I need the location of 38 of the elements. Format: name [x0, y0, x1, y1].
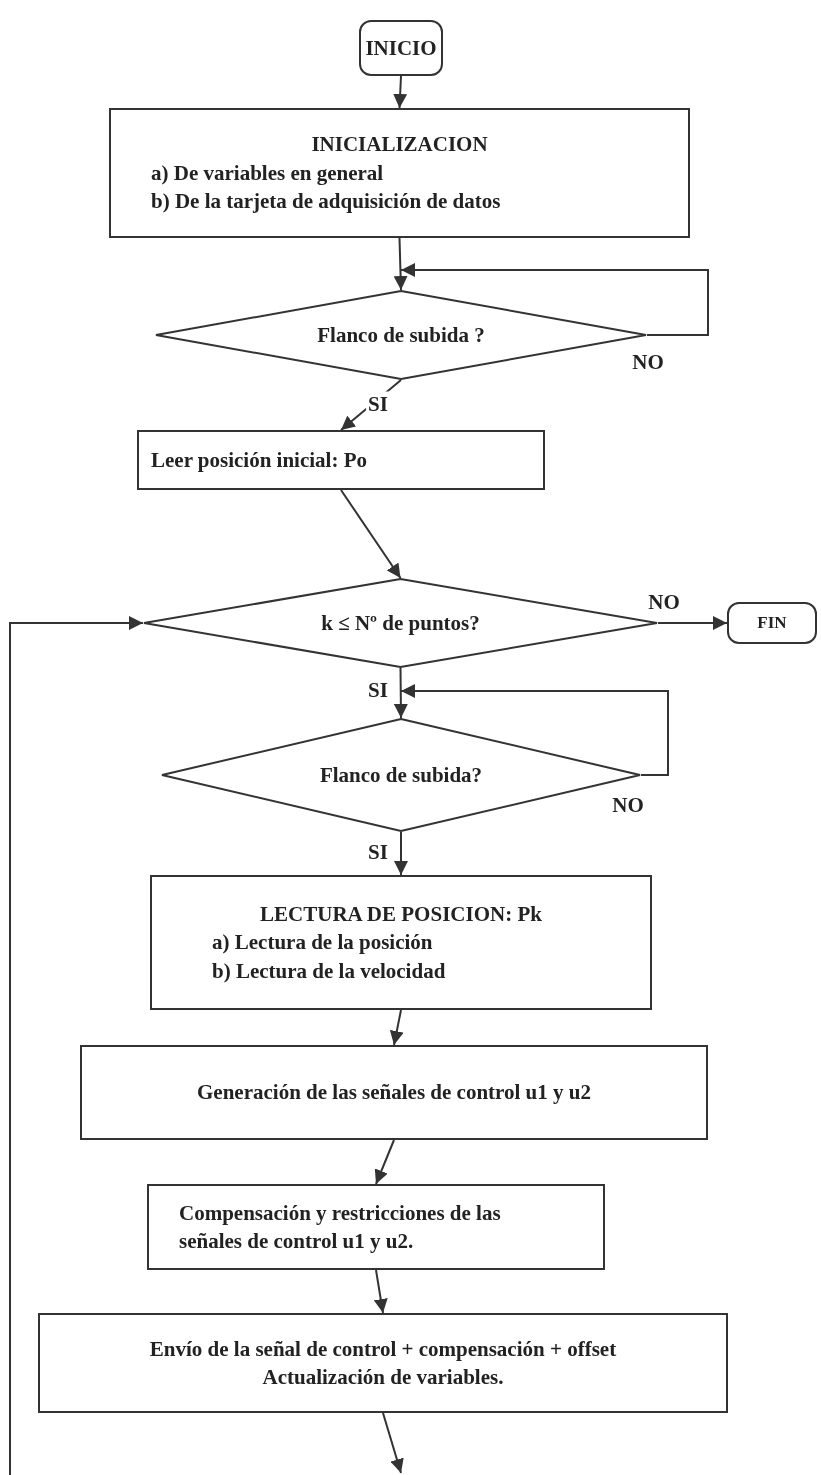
list-item: b) Lectura de la velocidad [211, 957, 446, 985]
arrow [657, 616, 728, 630]
terminal-box [727, 602, 817, 644]
arrow [393, 75, 408, 109]
box-text: Envío de la señal de control + compensación + offset [149, 1335, 617, 1363]
box-text: INICIO [365, 34, 437, 62]
arrow [9, 616, 144, 1475]
box-text: Compensación y restricciones de las señales de control u1 y u2. [179, 1199, 502, 1255]
process-box [150, 875, 652, 1010]
process-box [109, 108, 690, 238]
arrow [393, 667, 408, 719]
list-item: a) Lectura de la posición [211, 929, 433, 957]
box-text: Actualización de variables. [262, 1364, 504, 1391]
box-heading: INICIALIZACION [311, 131, 488, 159]
box-text: Flanco de subida ? [317, 321, 485, 349]
arrow [373, 1269, 388, 1314]
arrow [340, 489, 402, 579]
box-text: Flanco de subida? [319, 761, 483, 789]
process-box [80, 1045, 708, 1140]
box-text: k ≤ Nº de puntos? [321, 609, 480, 637]
process-box [38, 1313, 728, 1413]
process-box [147, 1184, 605, 1270]
arrow [393, 237, 408, 291]
arrow [374, 1139, 395, 1185]
arrow [394, 831, 408, 876]
box-text: Leer posición inicial: Po [151, 446, 368, 474]
box-text: Generación de las señales de control u1 y u2 [197, 1079, 591, 1107]
list-item: b) De la tarjeta de adquisición de datos [150, 188, 501, 216]
decision-diamond [161, 718, 641, 832]
arrow [400, 263, 709, 336]
list-item: a) De variables en general [150, 159, 384, 187]
terminal-box [359, 20, 443, 76]
box-text: FIN [757, 611, 787, 634]
arrow [382, 1412, 404, 1474]
process-box [137, 430, 545, 490]
box-heading: LECTURA DE POSICION: Pk [260, 901, 542, 928]
arrow [389, 1009, 404, 1046]
arrow [400, 684, 669, 776]
